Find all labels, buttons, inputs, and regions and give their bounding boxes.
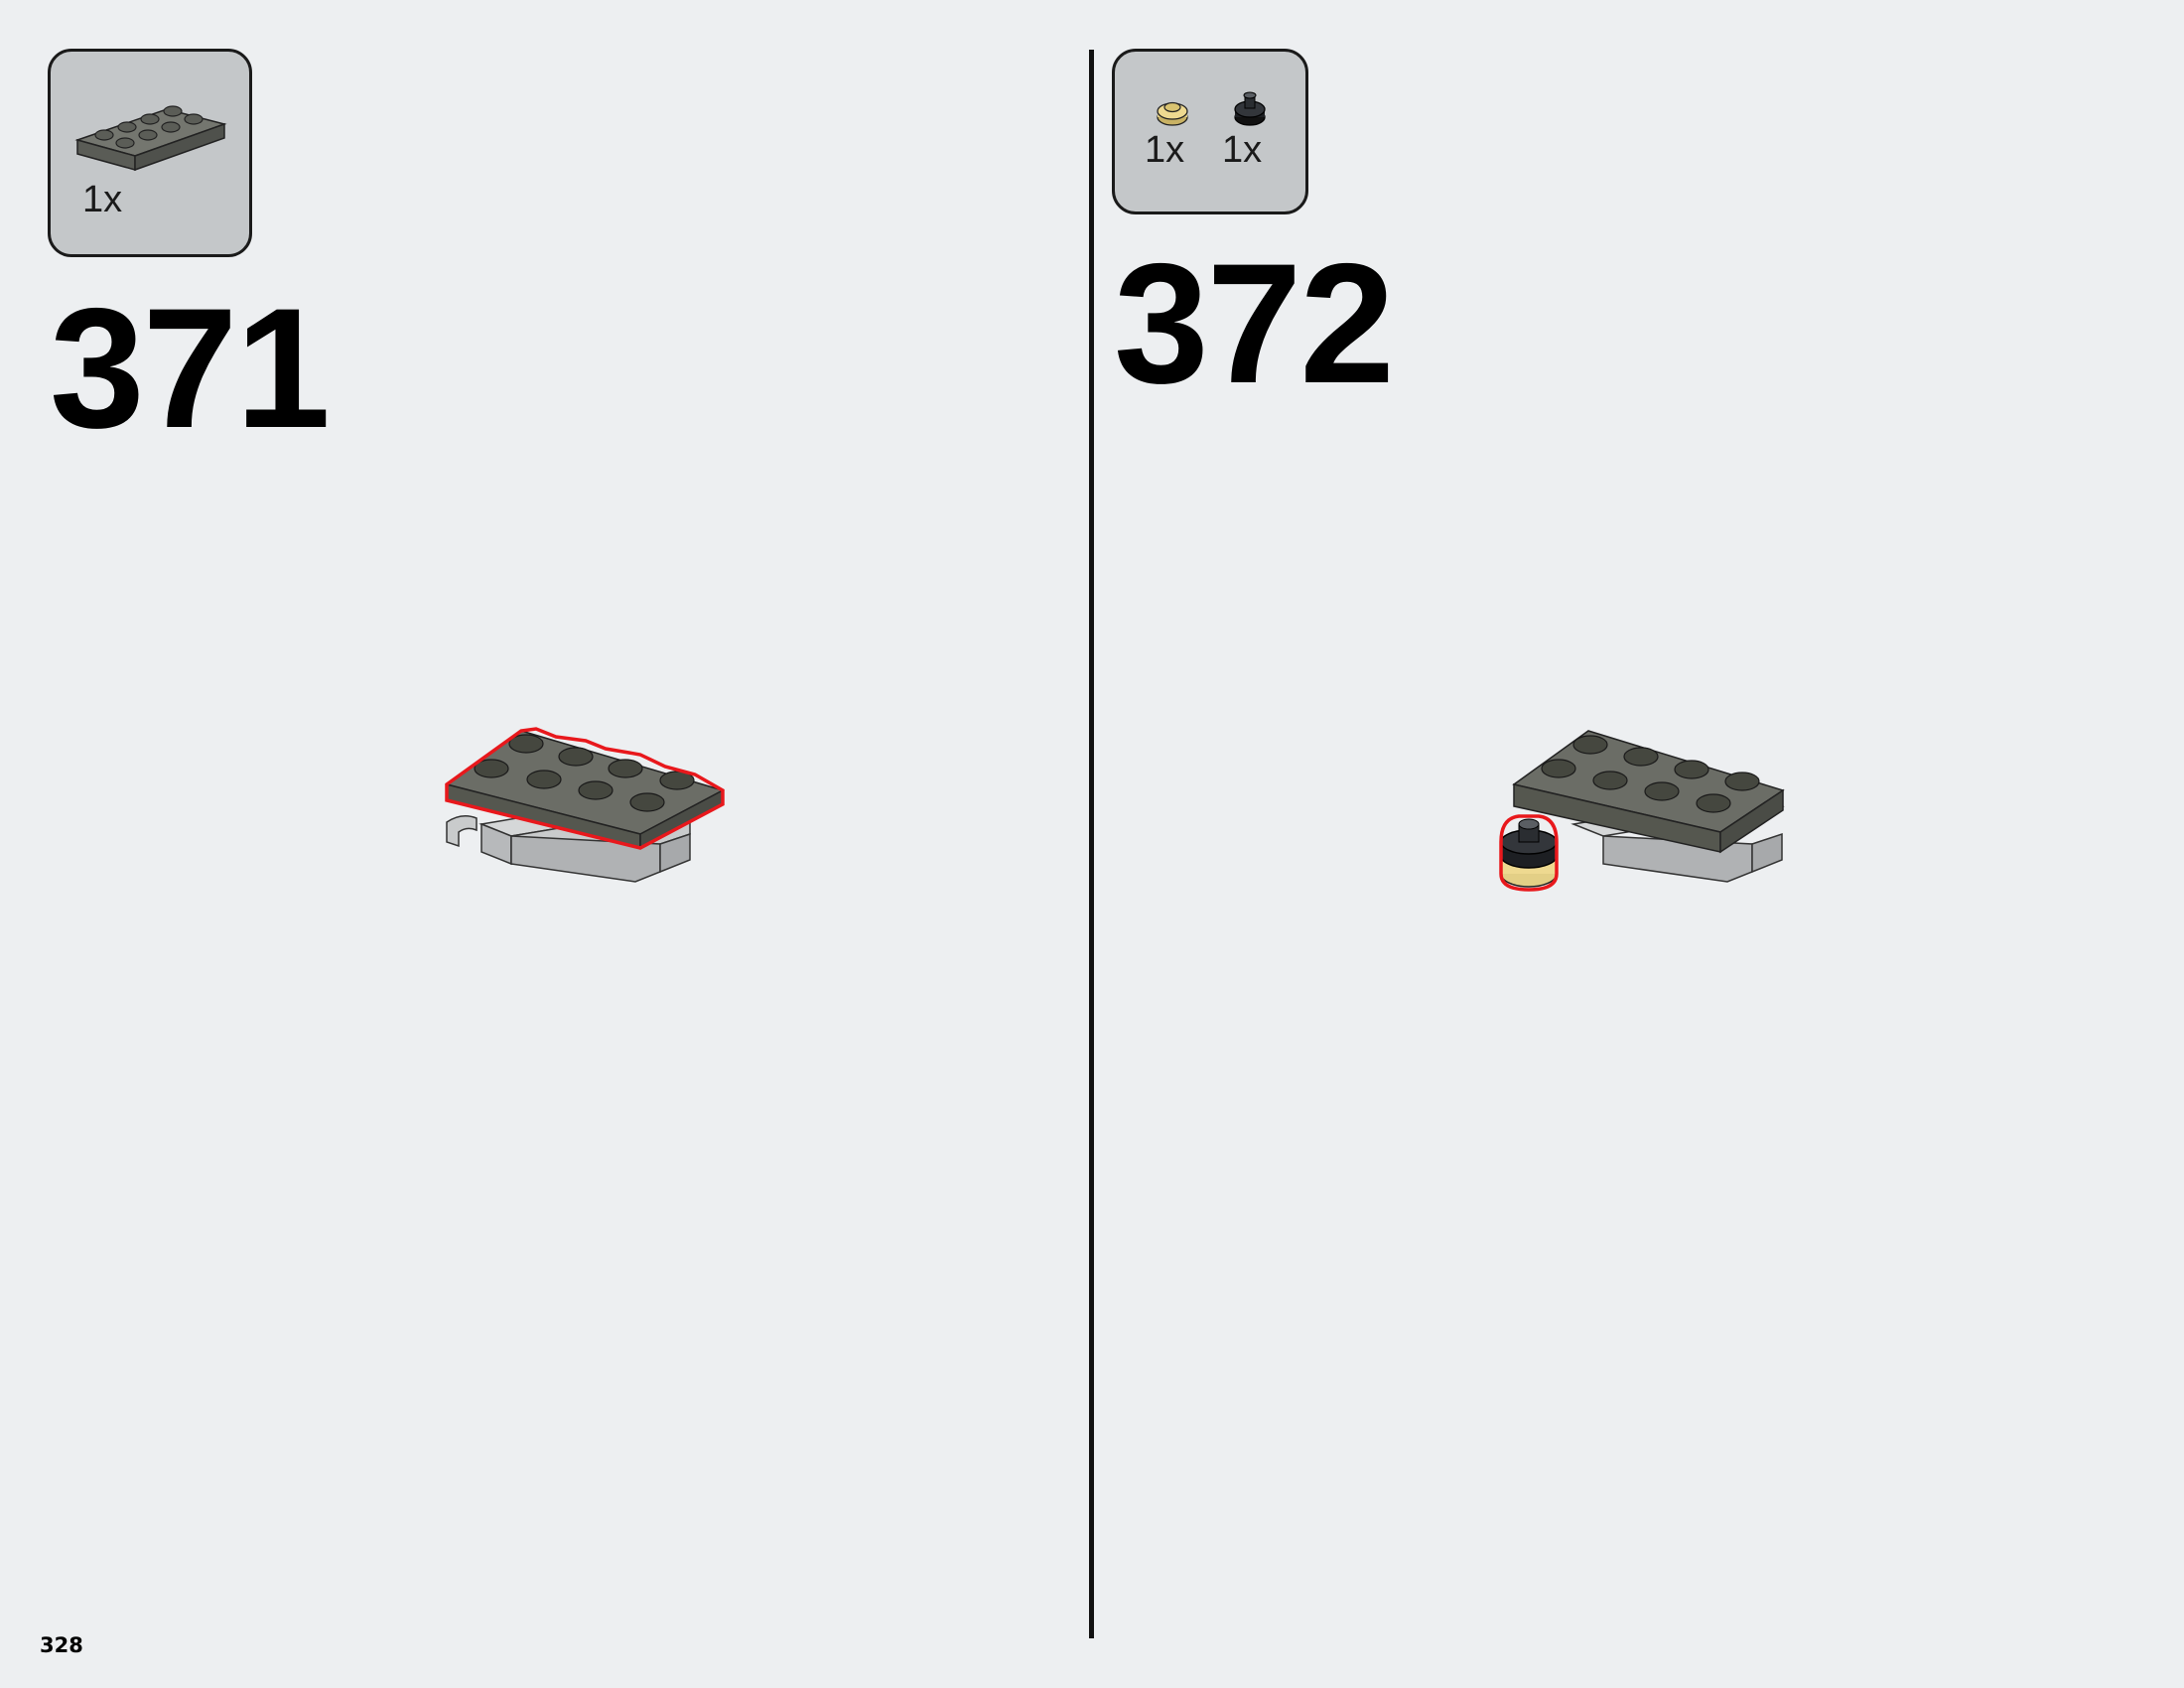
part-quantity: 1x <box>82 179 123 220</box>
part-quantity: 1x <box>1222 129 1263 171</box>
part-quantity: 1x <box>1145 129 1185 171</box>
step-372-assembly-illustration <box>1499 730 1785 892</box>
dark-gray-plate-2x4-icon <box>74 105 227 172</box>
step-371-assembly-illustration <box>445 727 725 883</box>
step-number: 371 <box>50 273 331 464</box>
page-number: 328 <box>40 1633 83 1657</box>
tan-round-plate-1x1-icon <box>1157 101 1188 126</box>
step-number: 372 <box>1114 228 1395 419</box>
black-round-plate-with-bar-icon <box>1234 91 1266 126</box>
column-divider <box>1089 50 1094 1638</box>
parts-callout-step-371: 1x <box>48 49 252 257</box>
parts-callout-step-372: 1x 1x <box>1112 49 1308 214</box>
